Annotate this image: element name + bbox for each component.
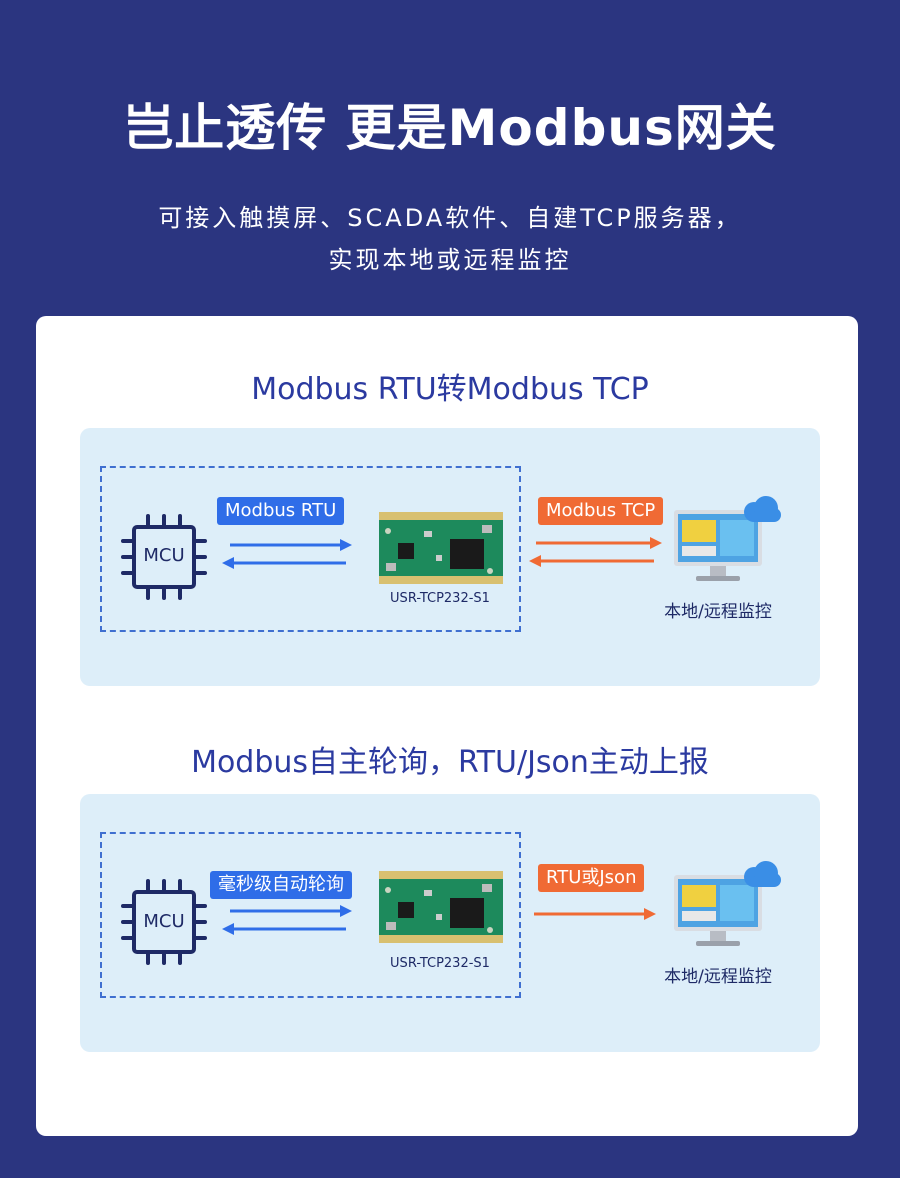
bidirectional-arrow-icon bbox=[222, 905, 352, 935]
mcu-label: MCU bbox=[143, 911, 185, 932]
ms-polling-tag: 毫秒级自动轮询 bbox=[210, 871, 352, 899]
rtu-or-json-tag: RTU或Json bbox=[538, 864, 645, 892]
mcu-chip-icon bbox=[121, 514, 207, 600]
modbus-tcp-tag: Modbus TCP bbox=[538, 497, 664, 525]
mcu-label: MCU bbox=[143, 545, 185, 566]
section-1-title: Modbus RTU转Modbus TCP bbox=[251, 372, 649, 407]
section-2-title: Modbus自主轮询，RTU/Json主动上报 bbox=[191, 745, 709, 780]
monitor-label: 本地/远程监控 bbox=[664, 602, 772, 622]
bidirectional-arrow-icon bbox=[529, 537, 662, 567]
circuit-board-image bbox=[379, 871, 503, 943]
right-arrow-icon bbox=[534, 908, 656, 920]
section-1-dashed-box bbox=[100, 466, 521, 632]
page-title: 岂止透传 更是Modbus网关 bbox=[123, 99, 777, 157]
subtitle-line-2: 实现本地或远程监控 bbox=[328, 246, 572, 274]
section-2-dashed-box bbox=[100, 832, 521, 998]
circuit-board-image bbox=[379, 512, 503, 584]
device-model-label: USR-TCP232-S1 bbox=[390, 591, 490, 606]
subtitle-line-1: 可接入触摸屏、SCADA软件、自建TCP服务器， bbox=[158, 204, 742, 232]
modbus-rtu-tag: Modbus RTU bbox=[217, 497, 345, 525]
mcu-chip-icon bbox=[121, 879, 207, 965]
device-model-label: USR-TCP232-S1 bbox=[390, 956, 490, 971]
bidirectional-arrow-icon bbox=[222, 539, 352, 569]
monitor-cloud-icon bbox=[674, 496, 781, 581]
monitor-cloud-icon bbox=[674, 861, 781, 946]
monitor-label: 本地/远程监控 bbox=[664, 967, 772, 987]
